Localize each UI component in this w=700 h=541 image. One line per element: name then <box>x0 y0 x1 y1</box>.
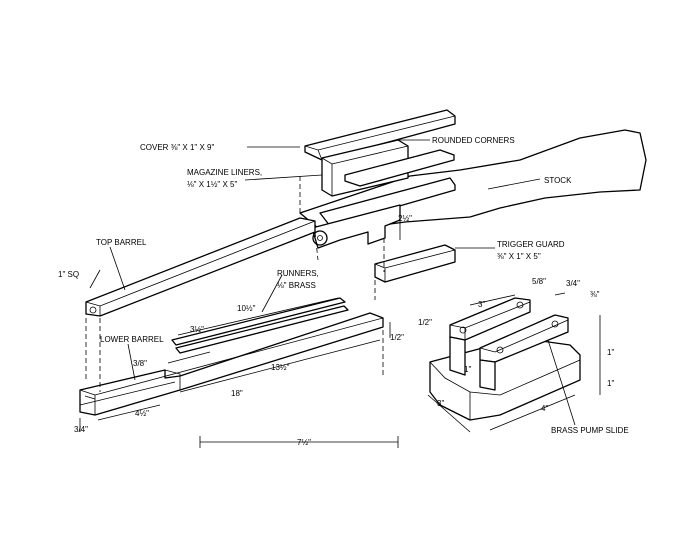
lower-barrel-label: LOWER BARREL <box>100 335 164 344</box>
dim-three-quarters-right: 3/4" <box>566 279 580 288</box>
dim-three-quarters-left: 3/4" <box>74 425 88 434</box>
trigger-guard-label: TRIGGER GUARD <box>497 240 565 249</box>
dim-one-c: 1" <box>464 365 471 374</box>
dim-three-top: 3" <box>478 300 485 309</box>
dim-half-left: 1/2" <box>390 333 404 342</box>
hinge-pin <box>312 230 328 246</box>
dim-half-right: 1/2" <box>418 318 432 327</box>
cover-label: COVER ⅜" X 1" X 9" <box>140 143 215 152</box>
rounded-corners-label: ROUNDED CORNERS <box>432 136 515 145</box>
stock-label: STOCK <box>544 176 572 185</box>
magazine-liners-part <box>319 139 456 227</box>
brass-pump-slide-label: BRASS PUMP SLIDE <box>551 426 629 435</box>
leader-lines <box>85 139 576 426</box>
magazine-liners-label: MAGAZINE LINERS, <box>187 168 262 177</box>
dim-one-a: 1" <box>607 348 614 357</box>
trigger-guard-dim-label: ⅜" X 1" X 5" <box>497 252 541 261</box>
trigger-guard-part <box>374 244 456 283</box>
lower-barrel-part <box>79 312 384 416</box>
top-barrel-label: TOP BARREL <box>96 238 147 247</box>
dim-two-half: 2½" <box>398 214 412 223</box>
runners-part <box>171 297 349 354</box>
dim-ten-half: 10½" <box>237 304 256 313</box>
cover-part <box>304 109 456 161</box>
dim-small-fraction: ⅜" <box>590 290 600 299</box>
runners-dim-label: ⅛" BRASS <box>277 281 316 290</box>
dimension-lines <box>79 208 601 448</box>
dim-five-eighths: 5/8" <box>532 277 546 286</box>
dim-one-b: 1" <box>607 379 614 388</box>
dim-three-base: 3" <box>437 399 444 408</box>
runners-label: RUNNERS, <box>277 269 319 278</box>
dim-seven-half: 7½" <box>297 438 311 447</box>
dim-three-half: 3½" <box>190 325 204 334</box>
dim-four-base: 4" <box>541 404 548 413</box>
pump-slide-part <box>429 297 581 421</box>
dim-eighteen: 18" <box>231 389 243 398</box>
dim-four-half: 4½" <box>135 409 149 418</box>
dim-three-eighths: 3/8" <box>133 359 147 368</box>
top-barrel-part <box>85 217 316 317</box>
magazine-dim-label: ⅛" X 1½" X 5" <box>187 180 237 189</box>
one-sq-label: 1" SQ <box>58 270 79 279</box>
dim-thirteen-half: 13½" <box>271 363 290 372</box>
